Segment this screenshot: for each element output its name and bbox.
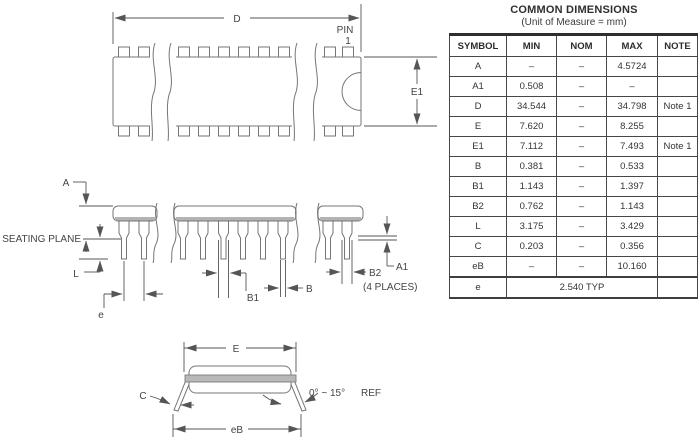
dim-label-b2-places: (4 PLACES): [363, 282, 417, 293]
table-row: eB – – 10.160: [449, 256, 698, 278]
table-subtitle: (Unit of Measure = mm): [521, 17, 627, 28]
table-row: E1 7.112 – 7.493 Note 1: [449, 136, 698, 157]
table-row: E 7.620 – 8.255: [449, 116, 698, 137]
dim-label-c: C: [139, 391, 146, 402]
table-row: B2 0.762 – 1.143: [449, 196, 698, 217]
pin1-number: 1: [345, 36, 351, 47]
dim-label-a1: A1: [396, 262, 409, 273]
table-title: COMMON DIMENSIONS: [510, 4, 638, 16]
table-row: A1 0.508 – –: [449, 76, 698, 97]
table-header-row: SYMBOL MIN NOM MAX NOTE: [449, 34, 698, 57]
lead-angle-ref-label: REF: [361, 388, 381, 399]
common-dimensions-panel: COMMON DIMENSIONS (Unit of Measure = mm)…: [449, 4, 699, 299]
dim-B: [264, 260, 303, 297]
common-dimensions-table: SYMBOL MIN NOM MAX NOTE A – – 4.5724 A1: [449, 33, 698, 299]
end-view: E C 0° ~ 15° REF eB: [139, 342, 381, 437]
end-view-leads: [173, 379, 307, 412]
dim-A: [73, 181, 113, 252]
col-header-nom: NOM: [556, 34, 607, 57]
end-view-parting-band: [184, 374, 297, 383]
dim-label-e-pitch: e: [98, 310, 104, 321]
table-row: L 3.175 – 3.429: [449, 216, 698, 237]
col-header-symbol: SYMBOL: [449, 34, 507, 57]
dim-label-b1: B1: [247, 293, 260, 304]
dim-label-l: L: [73, 269, 79, 280]
col-header-note: NOTE: [657, 34, 698, 57]
dim-label-e1: E1: [411, 87, 424, 98]
break-lines: [150, 42, 318, 142]
col-header-min: MIN: [506, 34, 557, 57]
side-view: A SEATING PLANE L e: [2, 178, 417, 321]
table-row: D 34.544 – 34.798 Note 1: [449, 96, 698, 117]
side-view-body: [112, 205, 364, 222]
dim-label-b2: B2: [369, 268, 382, 279]
pin1-notch: [341, 72, 362, 111]
lead-angle-label: 0° ~ 15°: [309, 388, 345, 399]
col-header-max: MAX: [606, 34, 658, 57]
dim-B1: [202, 240, 247, 298]
pin1-label: PIN: [337, 25, 354, 36]
dim-B2: [326, 240, 366, 284]
side-view-pins: [118, 220, 353, 260]
table-row: B 0.381 – 0.533: [449, 156, 698, 177]
lead-angle-arcs: [262, 392, 319, 406]
table-row: C 0.203 – 0.356: [449, 236, 698, 257]
table-row: e 2.540 TYP: [449, 276, 698, 299]
dim-E1: [364, 56, 437, 127]
dim-E-width: [183, 342, 297, 372]
dim-label-eb: eB: [231, 425, 244, 436]
dim-eB: [172, 414, 302, 437]
top-view: D PIN 1 E1: [112, 4, 437, 142]
dim-label-d: D: [233, 14, 240, 25]
dim-label-a: A: [63, 178, 70, 189]
dim-C: [149, 395, 194, 409]
dim-e: [103, 261, 163, 308]
dim-L: [79, 224, 108, 273]
table-row: A – – 4.5724: [449, 56, 698, 77]
table-row: B1 1.143 – 1.397: [449, 176, 698, 197]
dim-label-e-width: E: [233, 344, 240, 355]
dim-D: [112, 4, 362, 52]
seating-plane-label: SEATING PLANE: [2, 234, 81, 245]
dim-label-b: B: [306, 284, 313, 295]
dim-A1: [358, 216, 397, 267]
side-break-lines: [152, 202, 321, 264]
